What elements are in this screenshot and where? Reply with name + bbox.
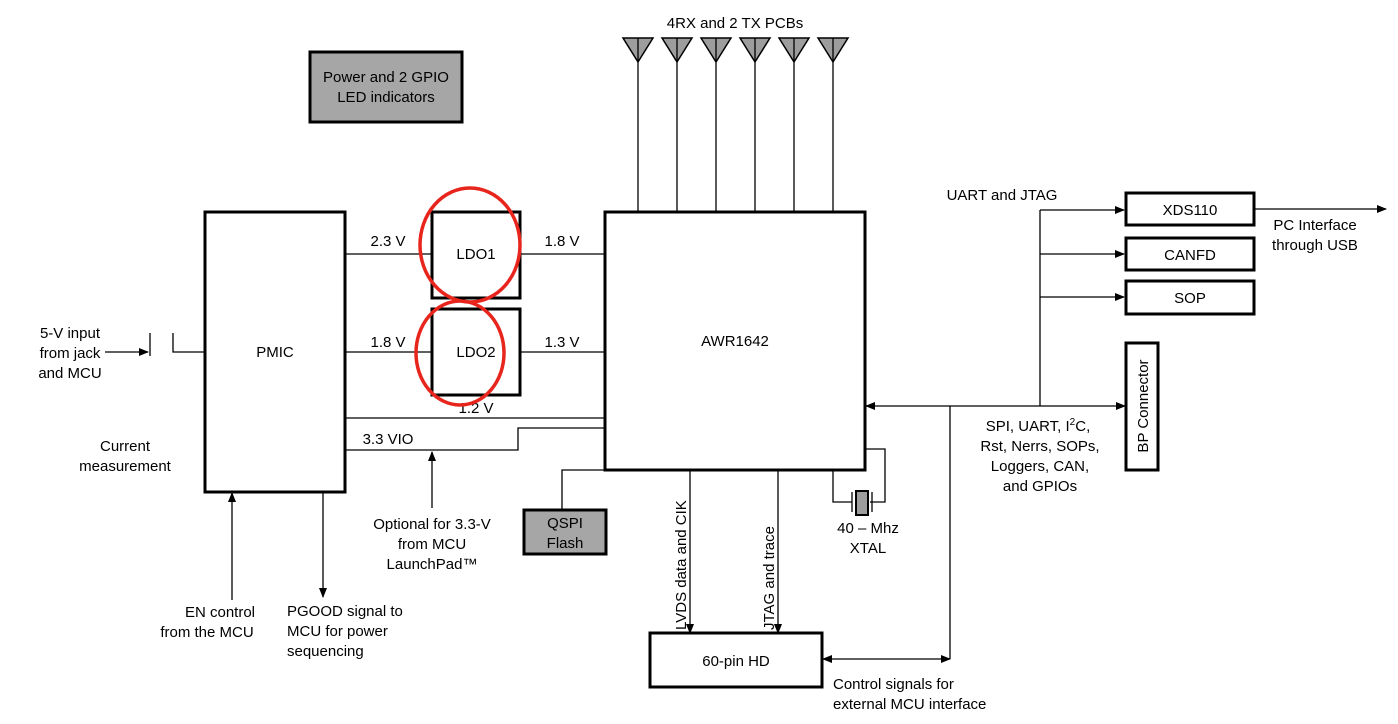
mcu-bus: UART and JTAG SPI, UART, I2C, Rst, Nerrs… bbox=[865, 187, 1126, 495]
control-signals: Control signals for external MCU interfa… bbox=[822, 406, 986, 713]
ctrl-label-line1: Control signals for bbox=[833, 676, 954, 693]
highlight-circle-ldo2 bbox=[414, 299, 506, 407]
input-5v: 5-V input from jack and MCU bbox=[38, 325, 205, 382]
sop-label: SOP bbox=[1174, 290, 1206, 307]
jtag-trace-label: JTAG and trace bbox=[761, 526, 778, 630]
uart-jtag-label: UART and JTAG bbox=[947, 187, 1058, 204]
pc-label-line1: PC Interface bbox=[1273, 217, 1356, 234]
ldo1-label: LDO1 bbox=[456, 246, 495, 263]
pgood-signal: PGOOD signal to MCU for power sequencing bbox=[287, 492, 403, 660]
spi-label-line2: Rst, Nerrs, SOPs, bbox=[980, 438, 1099, 455]
xtal: 40 – Mhz XTAL bbox=[832, 448, 899, 557]
awr1642-block: AWR1642 bbox=[603, 210, 867, 472]
bp-connector-block: BP Connector bbox=[1124, 341, 1160, 472]
qspi-flash-block: QSPI Flash bbox=[522, 469, 608, 556]
antenna-icon bbox=[777, 37, 811, 212]
input-label-line1: 5-V input bbox=[40, 325, 101, 342]
bp-connector-label: BP Connector bbox=[1135, 359, 1152, 452]
ldo2-block: LDO2 bbox=[430, 307, 522, 397]
en-label-line1: EN control bbox=[185, 604, 255, 621]
antenna-icon bbox=[660, 37, 694, 212]
pgood-label-line1: PGOOD signal to bbox=[287, 603, 403, 620]
hd-label: 60-pin HD bbox=[702, 653, 770, 670]
lvds-link: LVDS data and CIK bbox=[673, 470, 694, 634]
xds110-block: XDS110 bbox=[1124, 191, 1256, 227]
antenna-array: 4RX and 2 TX PCBs bbox=[621, 15, 850, 212]
jtag-trace-link: JTAG and trace bbox=[761, 470, 782, 634]
pgood-label-line2: MCU for power bbox=[287, 623, 388, 640]
antenna-title: 4RX and 2 TX PCBs bbox=[667, 15, 803, 32]
xtal-label-line1: 40 – Mhz bbox=[837, 520, 899, 537]
input-label-line3: and MCU bbox=[38, 365, 101, 382]
current-label-line1: Current bbox=[100, 438, 151, 455]
led-indicator-box: Power and 2 GPIO LED indicators bbox=[308, 50, 464, 124]
pmic-block: PMIC bbox=[203, 210, 347, 494]
spi-label-line3: Loggers, CAN, bbox=[991, 458, 1089, 475]
optional-label-line2: from MCU bbox=[398, 536, 466, 553]
awr1642-label: AWR1642 bbox=[701, 333, 769, 350]
qspi-label-line1: QSPI bbox=[547, 515, 583, 532]
rail-1v3-label: 1.3 V bbox=[544, 334, 579, 351]
pc-interface: PC Interface through USB bbox=[1254, 205, 1387, 254]
power-rails: 2.3 V 1.8 V 1.8 V 1.3 V 1.2 V 3.3 VIO bbox=[345, 233, 605, 451]
current-label-line2: measurement bbox=[79, 458, 172, 475]
rail-2v3-label: 2.3 V bbox=[370, 233, 405, 250]
antenna-icon bbox=[699, 37, 733, 212]
antenna-icon bbox=[816, 37, 850, 212]
ldo2-label: LDO2 bbox=[456, 344, 495, 361]
canfd-block: CANFD bbox=[1124, 236, 1256, 272]
canfd-label: CANFD bbox=[1164, 247, 1216, 264]
en-label-line2: from the MCU bbox=[160, 624, 253, 641]
sop-block: SOP bbox=[1124, 279, 1256, 316]
xtal-label-line2: XTAL bbox=[850, 540, 886, 557]
qspi-label-line2: Flash bbox=[547, 535, 584, 552]
antenna-icon bbox=[738, 37, 772, 212]
lvds-label: LVDS data and CIK bbox=[673, 500, 690, 630]
hd-60pin-block: 60-pin HD bbox=[648, 631, 824, 689]
spi-label-line4: and GPIOs bbox=[1003, 478, 1077, 495]
pc-label-line2: through USB bbox=[1272, 237, 1358, 254]
optional-3v3: Optional for 3.3-V from MCU LaunchPad™ bbox=[373, 451, 491, 573]
spi-label-line1: SPI, UART, I2C, bbox=[986, 417, 1090, 435]
rail-3v3-vio-label: 3.3 VIO bbox=[363, 431, 414, 448]
pgood-label-line3: sequencing bbox=[287, 643, 364, 660]
rail-1v8-ldo1-out-label: 1.8 V bbox=[544, 233, 579, 250]
en-control: EN control from the MCU bbox=[160, 492, 255, 641]
input-label-line2: from jack bbox=[40, 345, 101, 362]
optional-label-line3: LaunchPad™ bbox=[387, 556, 478, 573]
led-box-line1: Power and 2 GPIO bbox=[323, 69, 449, 86]
ctrl-label-line2: external MCU interface bbox=[833, 696, 986, 713]
xds110-label: XDS110 bbox=[1163, 202, 1218, 219]
antenna-icon bbox=[621, 37, 655, 212]
pmic-label: PMIC bbox=[256, 344, 294, 361]
rail-1v8-pmic-label: 1.8 V bbox=[370, 334, 405, 351]
optional-label-line1: Optional for 3.3-V bbox=[373, 516, 491, 533]
led-box-line2: LED indicators bbox=[337, 89, 435, 106]
